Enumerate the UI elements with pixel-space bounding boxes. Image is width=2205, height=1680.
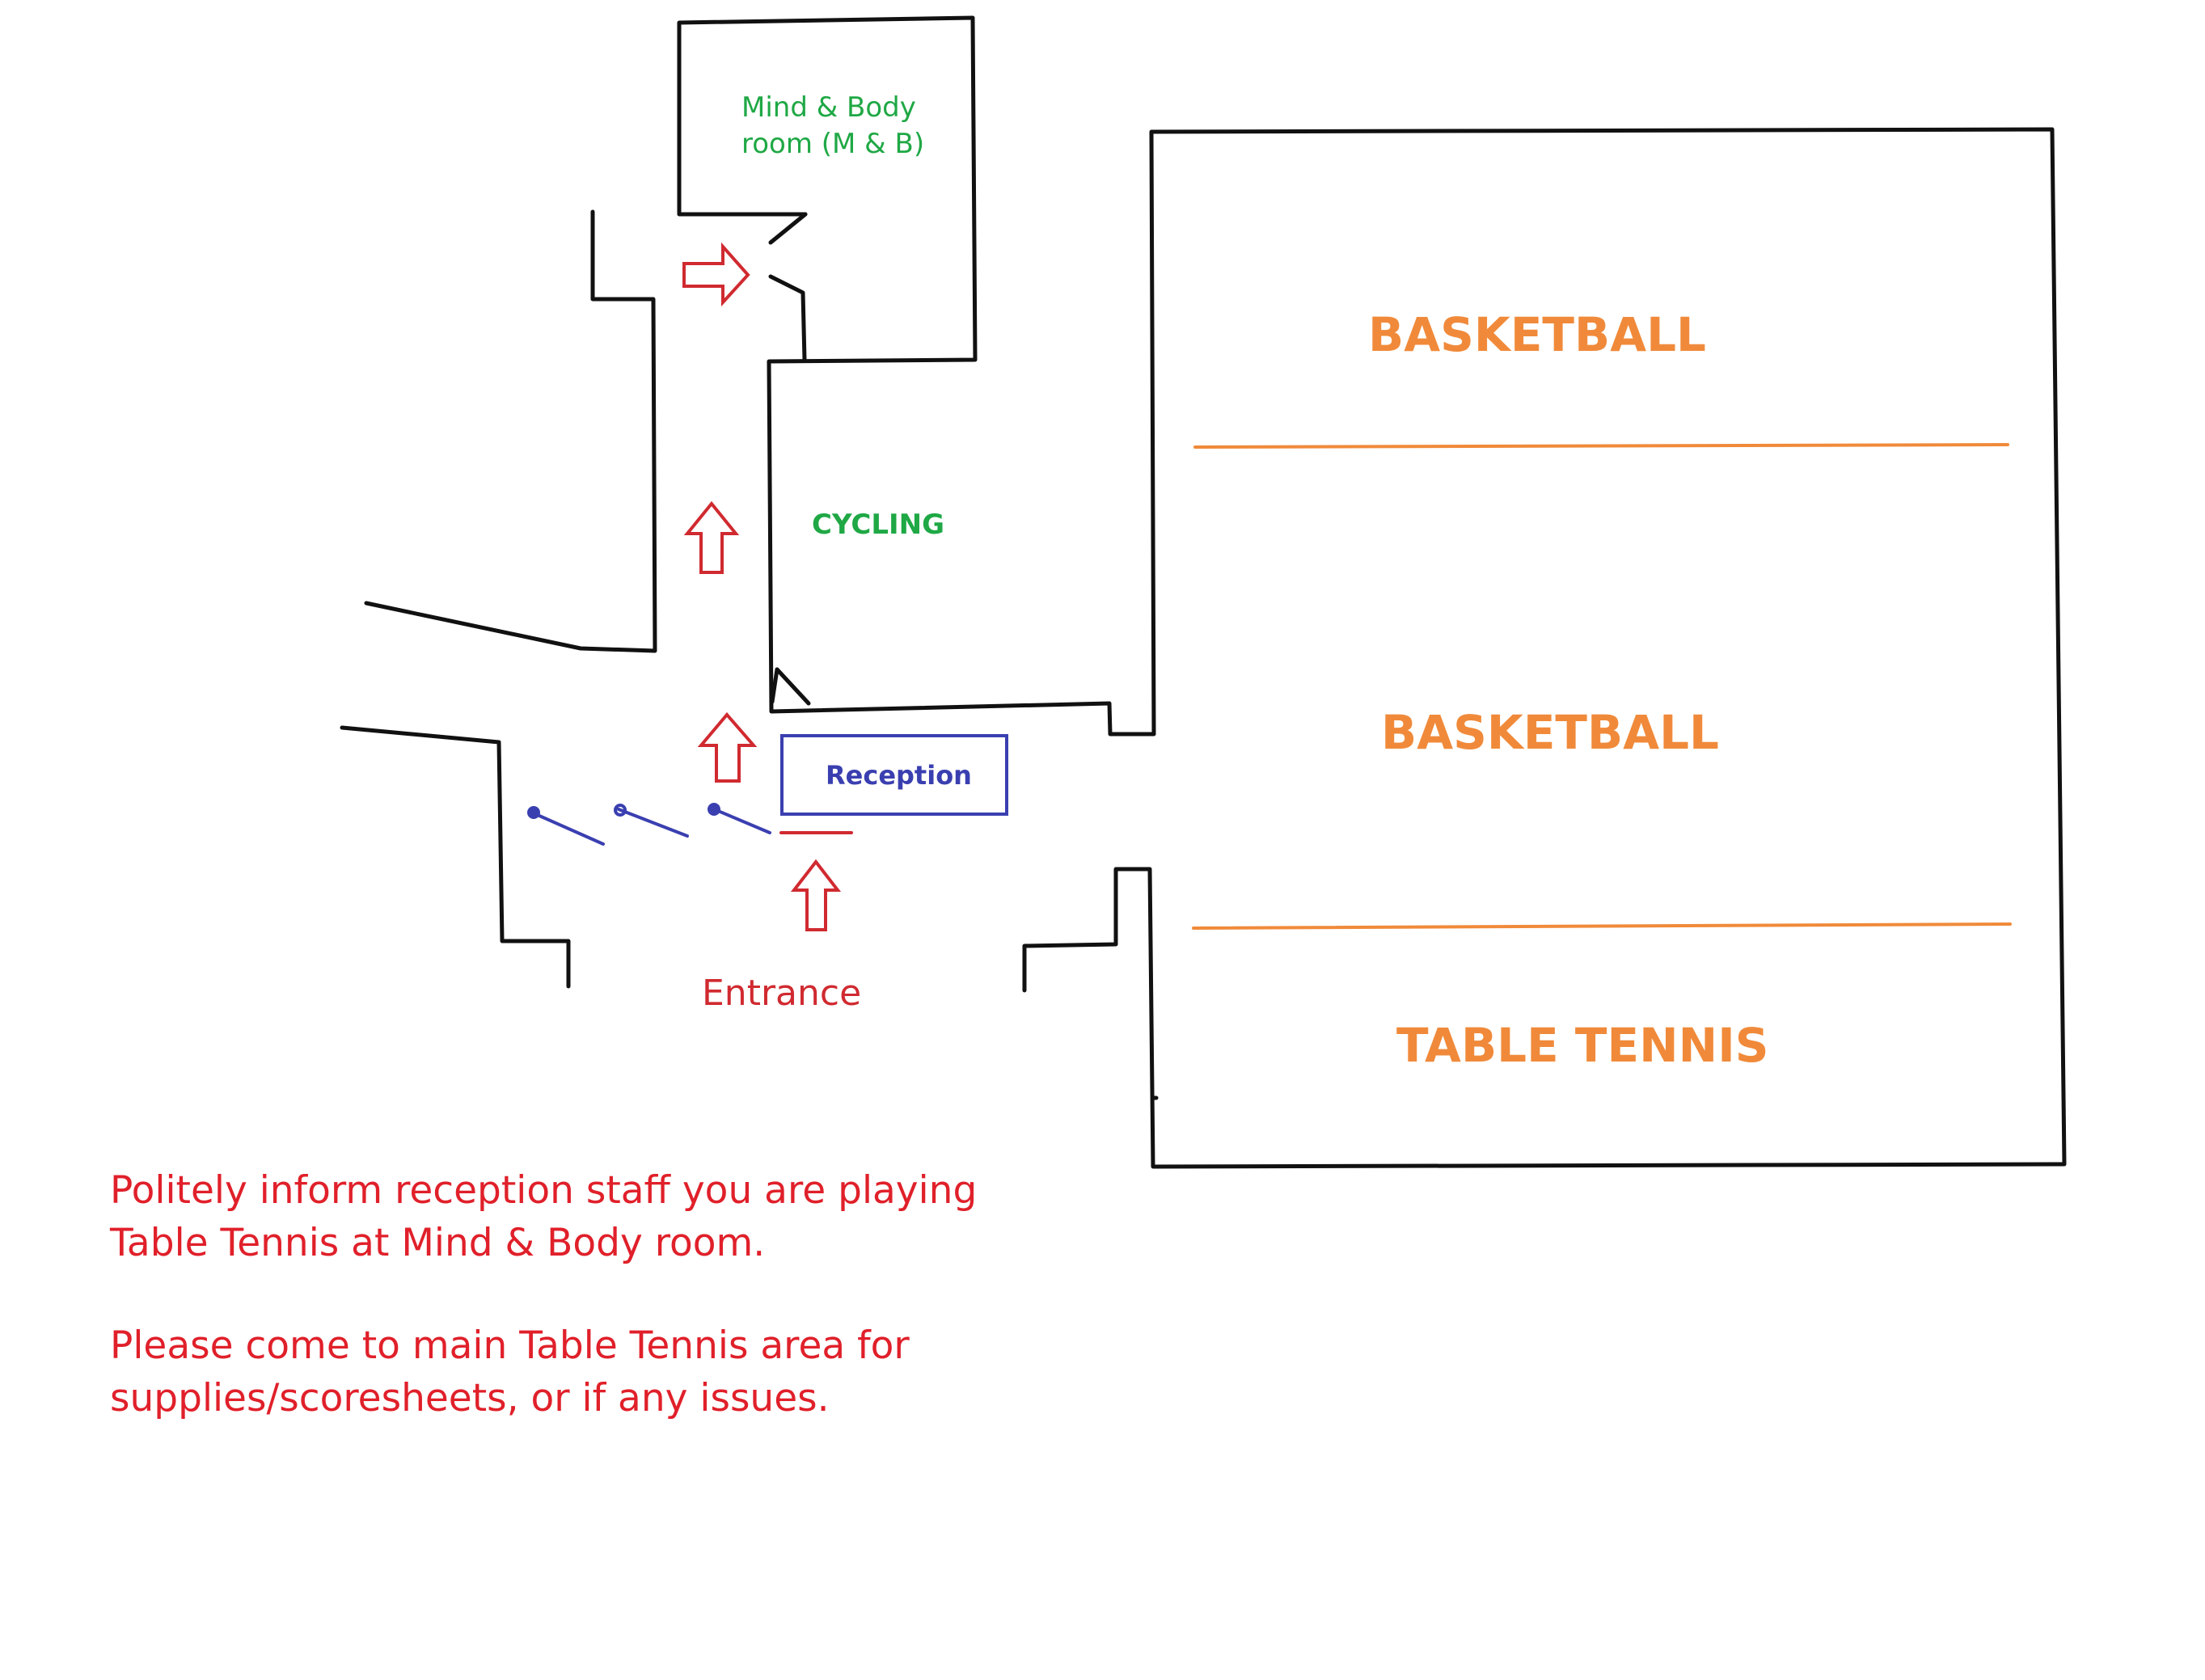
instruction-reception: Politely inform reception staff you are … — [110, 1164, 1080, 1269]
court-divider-1 — [1193, 443, 2009, 449]
entrance-left-wall — [340, 725, 571, 989]
instructions: Politely inform reception staff you are … — [110, 1164, 1080, 1475]
arrow-up-icon-entrance — [790, 859, 842, 931]
turnstiles — [527, 803, 771, 846]
turnstile-3-pivot — [708, 803, 720, 816]
arrow-right-icon — [682, 242, 750, 307]
mind-body-door-lower — [768, 274, 807, 362]
instruction-supplies: Please come to main Table Tennis area fo… — [110, 1319, 1080, 1425]
corridor-left-wall — [364, 209, 657, 653]
turnstile-2 — [617, 808, 689, 838]
turnstile-1 — [530, 811, 605, 846]
reception-desk — [780, 734, 1008, 816]
mind-body-room-label-line2: room (M & B) — [741, 128, 924, 160]
court-dividers — [1192, 443, 2012, 930]
basketball-court-label-1: BASKETBALL — [1368, 307, 1706, 362]
arrow-up-icon-reception — [697, 711, 758, 783]
cycling-door — [775, 667, 811, 706]
direction-arrows — [682, 242, 842, 931]
turnstile-3 — [711, 807, 771, 834]
building-walls — [340, 15, 2067, 1169]
entrance-label: Entrance — [702, 973, 861, 1014]
turnstile-1-pivot — [527, 806, 540, 819]
instruction-supplies-line2: supplies/scoresheets, or if any issues. — [110, 1376, 830, 1420]
court-divider-2 — [1192, 922, 2012, 930]
table-tennis-area-label: TABLE TENNIS — [1396, 1018, 1769, 1073]
cycling-door-opening — [770, 667, 779, 704]
turnstile-2-pivot — [614, 804, 627, 817]
instruction-reception-line2: Table Tennis at Mind & Body room. — [110, 1221, 766, 1265]
mind-body-door-upper — [768, 212, 808, 245]
instruction-supplies-line1: Please come to main Table Tennis area fo… — [110, 1323, 910, 1368]
arrow-up-icon-corridor — [683, 500, 740, 574]
instruction-reception-line1: Politely inform reception staff you are … — [110, 1168, 978, 1213]
reception-label: Reception — [826, 760, 972, 791]
mind-body-room-wall — [677, 15, 2067, 1169]
cycling-room-label: CYCLING — [812, 509, 944, 541]
mind-body-room-label-line1: Mind & Body — [741, 91, 916, 124]
basketball-court-label-2: BASKETBALL — [1381, 705, 1719, 760]
